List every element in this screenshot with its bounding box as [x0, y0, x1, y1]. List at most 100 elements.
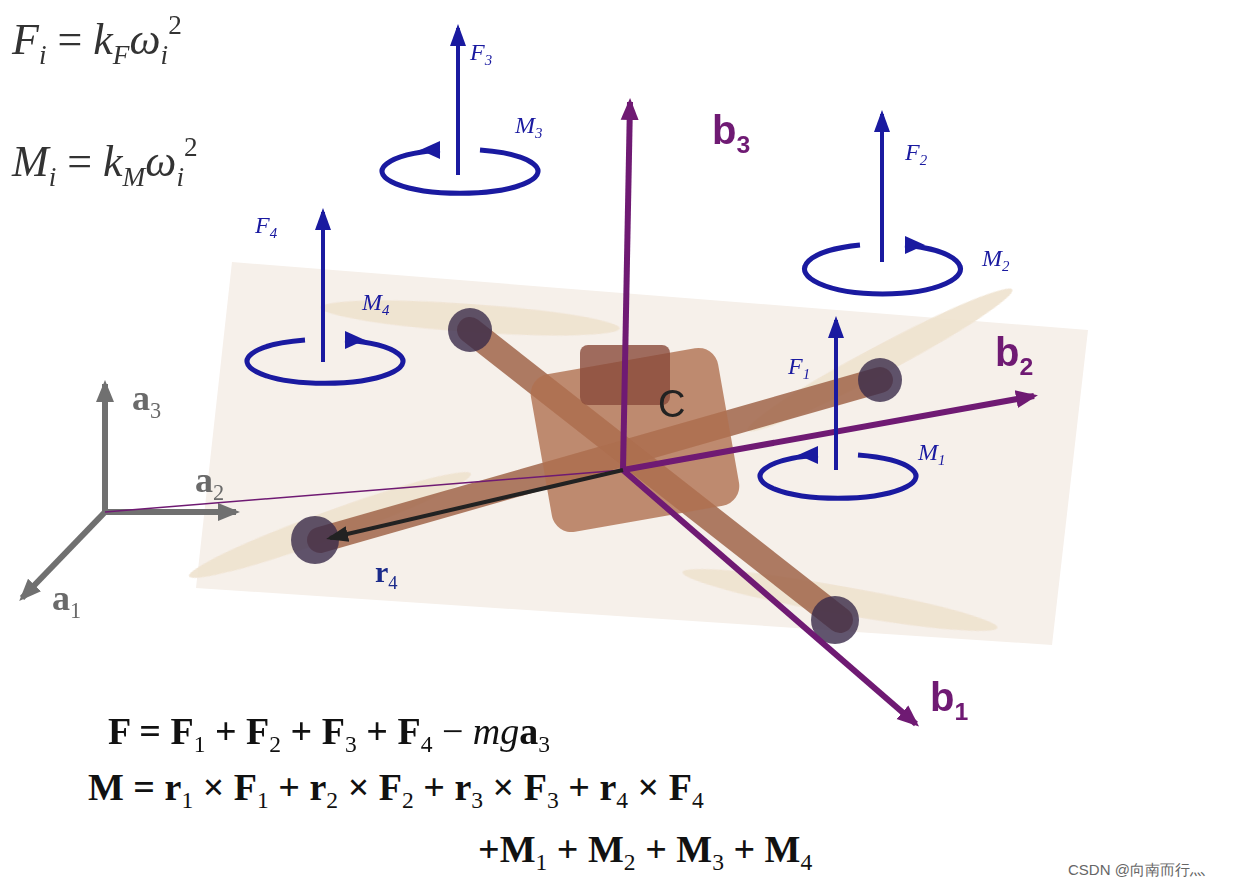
label-text: 1 — [194, 733, 206, 757]
axis-label: b3 — [712, 110, 750, 150]
label-text: − — [432, 712, 472, 750]
label-text: M — [12, 140, 49, 184]
moment-heads — [345, 141, 925, 464]
label-text: ω — [145, 140, 176, 184]
label-text: 1 — [938, 453, 945, 468]
position-line — [105, 470, 623, 512]
label-text: i — [176, 164, 184, 191]
label-text: 4 — [800, 851, 812, 875]
drone-frame — [320, 330, 880, 620]
label-text: 2 — [402, 789, 414, 813]
label-text: 4 — [421, 733, 433, 757]
label-text: b — [930, 677, 954, 717]
label-text: 3 — [471, 789, 483, 813]
axis-label: b2 — [995, 332, 1033, 372]
drone-body — [291, 308, 902, 644]
inertial-frame — [22, 384, 236, 598]
label-text: 3 — [485, 53, 492, 68]
label-text: +M — [478, 830, 536, 868]
label-text: 3 — [150, 400, 161, 422]
label-text: × F — [628, 768, 692, 806]
label-text: a — [195, 462, 213, 498]
axis-label: a1 — [52, 580, 81, 616]
body-frame — [623, 102, 1034, 724]
label-text: 2 — [1002, 259, 1009, 274]
label-text: 1 — [257, 789, 269, 813]
label-text: 3 — [736, 133, 750, 158]
label-text: 4 — [616, 789, 628, 813]
equation: Fi = kFωi2 — [12, 18, 182, 62]
label-text: M — [918, 440, 938, 464]
label-text: + r — [559, 768, 617, 806]
propellers — [184, 277, 1019, 641]
axis-label: a3 — [132, 380, 161, 416]
label-text: i — [161, 42, 169, 69]
force-label: F1 — [788, 354, 810, 378]
label-text: F = F — [108, 712, 194, 750]
label-text: a — [52, 580, 70, 616]
label-text: 2 — [269, 733, 281, 757]
label-text: a — [132, 380, 150, 416]
label-text: 4 — [270, 226, 277, 241]
label-text: 1 — [70, 600, 81, 622]
label-text: i — [49, 164, 57, 191]
label-text: F — [905, 140, 920, 164]
label-text: M = r — [88, 768, 181, 806]
label-text: + F — [357, 712, 421, 750]
axis-label: b1 — [930, 677, 968, 717]
label-text: 2 — [213, 482, 224, 504]
label-text: 3 — [535, 126, 542, 141]
thrust-arrows — [323, 28, 882, 470]
moment-label: M1 — [918, 440, 945, 464]
label-text: 2 — [920, 153, 927, 168]
label-text: 3 — [547, 789, 559, 813]
label-text: 4 — [692, 789, 704, 813]
label-text: 1 — [803, 367, 810, 382]
label-text: F — [470, 40, 485, 64]
label-text: r — [375, 557, 388, 587]
label-text: + M — [724, 830, 801, 868]
moment-label: M4 — [362, 290, 389, 314]
label-text: b — [712, 110, 736, 150]
equation: Mi = kMωi2 — [12, 140, 198, 184]
equation: M = r1 × F1 + r2 × F2 + r3 × F3 + r4 × F… — [88, 768, 704, 806]
label-text: + r — [414, 768, 472, 806]
label-text: + F — [281, 712, 345, 750]
label-text: × F — [338, 768, 402, 806]
label-text: 2 — [184, 134, 198, 161]
label-text: + M — [636, 830, 713, 868]
label-text: b — [995, 332, 1019, 372]
label-text: × F — [483, 768, 547, 806]
label-text: i — [39, 42, 47, 69]
axis-label: a2 — [195, 462, 224, 498]
label-text: a — [519, 712, 538, 750]
moment-label: M3 — [515, 113, 542, 137]
label-text: k — [93, 18, 113, 62]
label-text: 4 — [388, 574, 397, 593]
label-text: = — [56, 140, 103, 184]
label-text: F — [12, 18, 39, 62]
label-text: 2 — [168, 12, 182, 39]
label-text: 3 — [538, 733, 550, 757]
force-label: F3 — [470, 40, 492, 64]
label-text: + M — [547, 830, 624, 868]
label-text: + F — [205, 712, 269, 750]
force-label: F4 — [255, 213, 277, 237]
center-label: C — [658, 385, 685, 423]
label-text: 4 — [382, 303, 389, 318]
label-text: CSDN @向南而行灬 — [1068, 862, 1205, 877]
label-text: 1 — [536, 851, 548, 875]
moment-rings — [247, 150, 960, 498]
label-text: 3 — [712, 851, 724, 875]
label-text: × F — [193, 768, 257, 806]
label-text: mg — [473, 712, 519, 750]
label-text: F — [255, 213, 270, 237]
label-text: = — [46, 18, 93, 62]
label-text: C — [658, 385, 685, 423]
label-text: 1 — [954, 700, 968, 725]
label-text: 1 — [181, 789, 193, 813]
label-text: F — [113, 42, 130, 69]
label-text: 3 — [345, 733, 357, 757]
label-text: F — [788, 354, 803, 378]
vector-label: r4 — [375, 557, 398, 587]
